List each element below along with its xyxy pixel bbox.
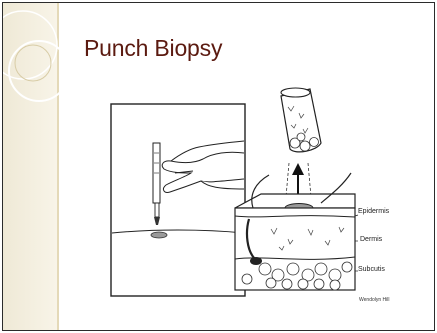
slide: Punch Biopsy: [2, 2, 435, 331]
label-subcutis: Subcutis: [358, 266, 385, 273]
illustrator-credit: Wendolyn Hill: [359, 297, 389, 303]
label-epidermis: Epidermis: [358, 208, 389, 215]
punch-biopsy-illustration: [3, 3, 434, 330]
skin-cross-section-block: [235, 173, 358, 290]
label-dermis: Dermis: [360, 236, 382, 243]
extracted-tissue-core: [281, 88, 321, 152]
hand-with-punch-tool-panel: [111, 104, 245, 296]
